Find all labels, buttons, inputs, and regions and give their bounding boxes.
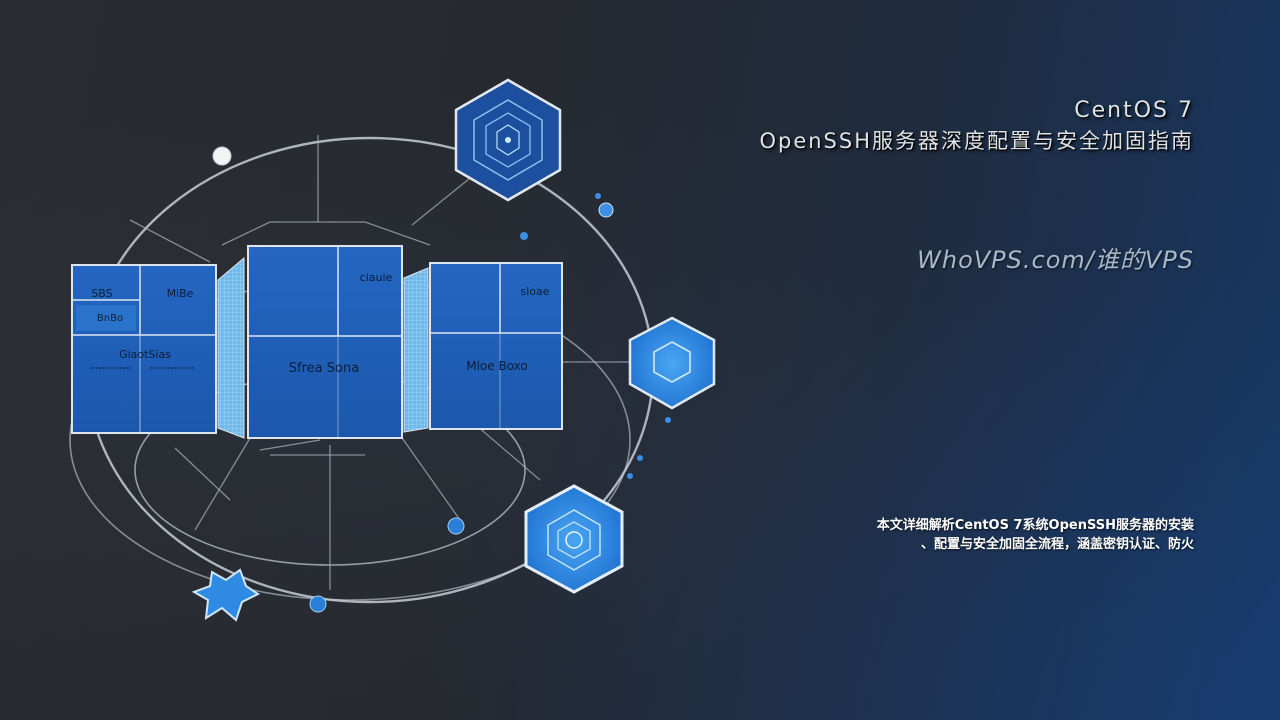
hexagon-node-bottom bbox=[524, 484, 624, 594]
panel-center-label-2: Sfrea Sona bbox=[289, 361, 359, 376]
panel-right-label-2: Mloe Boxo bbox=[466, 359, 528, 373]
panel-left-label-4: GiaotSias bbox=[119, 348, 171, 361]
description: 本文详细解析CentOS 7系统OpenSSH服务器的安装 、配置与安全加固全流… bbox=[774, 516, 1194, 554]
description-line-1: 本文详细解析CentOS 7系统OpenSSH服务器的安装 bbox=[876, 518, 1194, 533]
hexagon-node-top bbox=[454, 78, 562, 202]
orbit-nodes bbox=[212, 146, 671, 613]
panel-left-label-3: BnBo bbox=[97, 313, 123, 324]
panel-center-label-1: ciauie bbox=[360, 271, 393, 284]
site-name: WhoVPS.com/谁的VPS bbox=[917, 246, 1194, 274]
connector-lines bbox=[129, 135, 630, 590]
panel-left-label-1: SBS bbox=[91, 287, 112, 300]
panel-side-left bbox=[217, 256, 245, 439]
title-block: CentOS 7 OpenSSH服务器深度配置与安全加固指南 bbox=[759, 96, 1194, 156]
description-line-2: 、配置与安全加固全流程，涵盖密钥认证、防火 bbox=[920, 537, 1194, 552]
star-node bbox=[191, 568, 260, 622]
title-line-1: CentOS 7 bbox=[1074, 98, 1194, 123]
server-panel-right: sloae Mloe Boxo bbox=[429, 262, 563, 430]
server-panel-left: SBS MiBe BnBo GiaotSias bbox=[71, 264, 217, 434]
panel-side-right bbox=[403, 267, 429, 433]
panel-left-label-2: MiBe bbox=[167, 287, 194, 300]
title-line-2: OpenSSH服务器深度配置与安全加固指南 bbox=[759, 129, 1194, 153]
panel-right-label-1: sloae bbox=[520, 285, 549, 298]
server-panel-center: ciauie Sfrea Sona bbox=[247, 245, 403, 439]
hexagon-node-right bbox=[628, 316, 716, 410]
network-illustration: SBS MiBe BnBo GiaotSias ciauie Sfrea Son… bbox=[69, 78, 716, 622]
